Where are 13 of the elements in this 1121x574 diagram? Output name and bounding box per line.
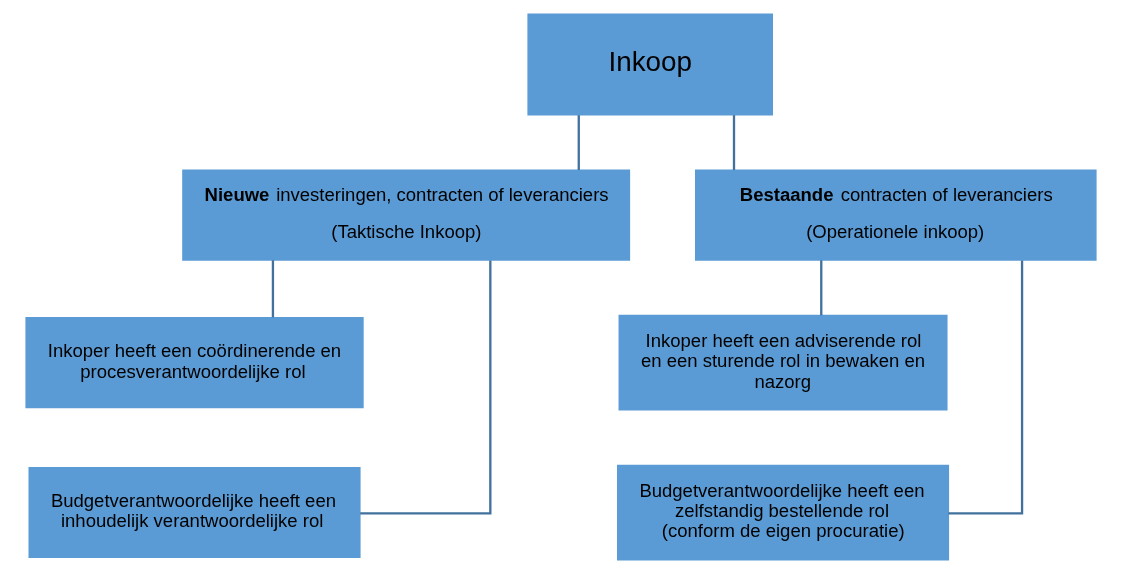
node-box: Inkoper heeft een adviserende rol en een sturende rol in bewaken en nazorg — [618, 314, 948, 411]
connector — [577, 115, 580, 171]
node-box: Inkoop — [526, 13, 773, 116]
node-box: Bestaande contracten of leveranciers (Operationele inkoop) — [694, 169, 1097, 261]
node-box: Inkoper heeft een coördinerende en procesverantwoordelijke rol — [24, 317, 364, 409]
connector — [359, 260, 491, 515]
node-box: Nieuwe investeringen, contracten of leveranciers (Taktische Inkoop) — [181, 169, 630, 261]
node-box: Budgetverantwoordelijke heeft een inhoudelijk verantwoordelijke rol — [28, 466, 361, 559]
connector — [947, 260, 1023, 515]
connector — [732, 115, 735, 171]
connector — [271, 260, 274, 318]
node-box: Budgetverantwoordelijke heeft een zelfstandig bestellende rol (conform de eigen procuratie) — [616, 464, 949, 561]
connector — [819, 260, 822, 316]
